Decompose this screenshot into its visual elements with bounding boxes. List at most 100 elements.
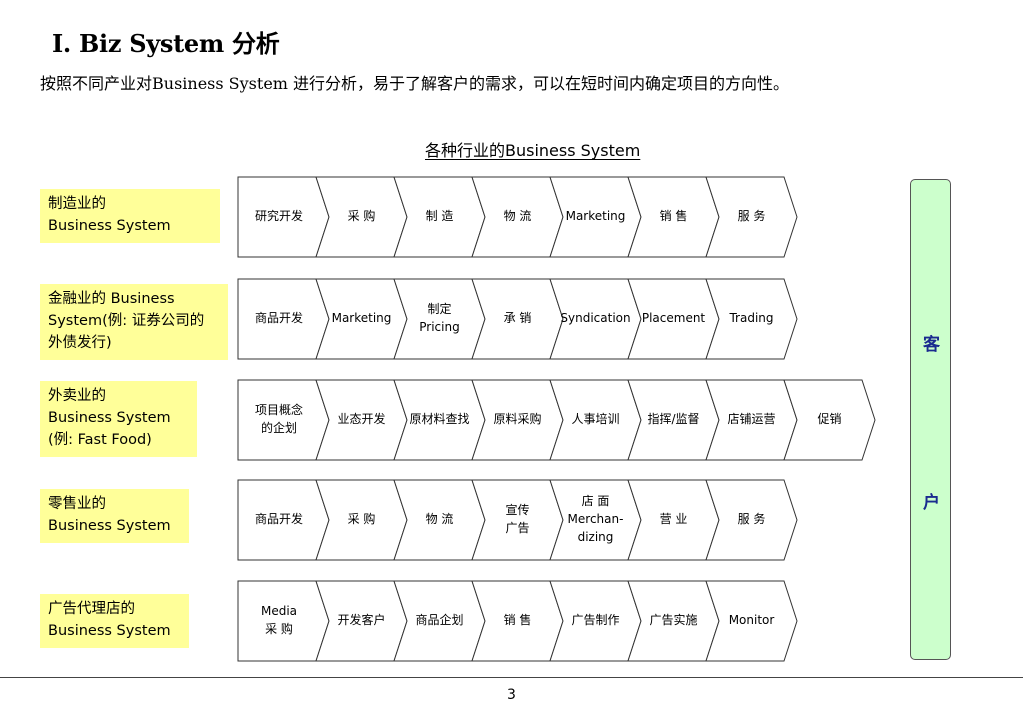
customer-char-1: 客 xyxy=(923,335,940,355)
value-chain-step-shape xyxy=(705,176,798,258)
value-chain-step: Marketing xyxy=(317,309,407,327)
value-chain-step-label: 销 售 xyxy=(659,209,688,223)
value-chain-step-label: 商品开发 xyxy=(254,311,303,325)
value-chain-step: 物 流 xyxy=(395,510,485,528)
value-chain-step-label: 营 业 xyxy=(659,512,688,526)
value-chain-step: 促销 xyxy=(785,410,875,428)
value-chain-step-label: 研究开发 xyxy=(254,209,303,223)
value-chain-step-label: Pricing xyxy=(419,320,460,334)
value-chain-step: Media 采 购 xyxy=(234,602,324,638)
value-chain-step-label: 店 面 xyxy=(581,494,610,508)
value-chain-step-label: 服 务 xyxy=(737,209,766,223)
industry-label-line: 广告代理店的 xyxy=(48,601,135,617)
industry-label-line: System(例: 证券公司的 xyxy=(48,313,205,329)
value-chain-step: 服 务 xyxy=(707,510,797,528)
value-chain-step: 店铺运营 xyxy=(707,410,797,428)
value-chain-step-label: 广告实施 xyxy=(649,613,698,627)
value-chain-step: 销 售 xyxy=(473,611,563,629)
page-title: I. Biz System 分析 xyxy=(52,29,280,58)
value-chain-step-label: 采 购 xyxy=(265,622,293,636)
value-chain-step-label: 店铺运营 xyxy=(727,412,776,426)
value-chain-step: 业态开发 xyxy=(317,410,407,428)
value-chain-step: 项目概念的企划 xyxy=(234,401,324,437)
value-chain-step: 宣传广告 xyxy=(473,501,563,537)
value-chain-step-label: 广告 xyxy=(505,521,530,535)
value-chain-step-label: Syndication xyxy=(560,311,631,325)
value-chain-step-label: 采 购 xyxy=(347,209,376,223)
value-chain-step: 人事培训 xyxy=(551,410,641,428)
page-number: 3 xyxy=(507,687,516,703)
industry-label-line: 金融业的 Business xyxy=(48,291,175,307)
value-chain-step: 研究开发 xyxy=(234,207,324,225)
value-chain-step-label: Media xyxy=(260,604,298,618)
value-chain-step: 商品开发 xyxy=(234,510,324,528)
value-chain-step-label: 的企划 xyxy=(260,421,297,435)
value-chain-step: 原材料查找 xyxy=(395,410,485,428)
value-chain-step-label: 承 销 xyxy=(503,311,532,325)
value-chain-step: 制 造 xyxy=(395,207,485,225)
value-chain-step: 承 销 xyxy=(473,309,563,327)
value-chain-step: 销 售 xyxy=(629,207,719,225)
value-chain-step: 原料采购 xyxy=(473,410,563,428)
value-chain-step-label: 业态开发 xyxy=(337,412,386,426)
value-chain-step: 商品开发 xyxy=(234,309,324,327)
value-chain-step-label: 物 流 xyxy=(425,512,454,526)
value-chain-step-label: 制定 xyxy=(427,302,452,316)
industry-label-line: Business System xyxy=(48,218,171,234)
value-chain-step: 制定 Pricing xyxy=(395,300,485,336)
page-subtitle: 按照不同产业对Business System 进行分析，易于了解客户的需求，可以… xyxy=(40,74,790,93)
value-chain-step-label: Trading xyxy=(729,311,774,325)
value-chain-step: 采 购 xyxy=(317,207,407,225)
industry-label: 制造业的 Business System xyxy=(40,189,220,243)
value-chain-step-label: 商品开发 xyxy=(254,512,303,526)
industry-label: 零售业的 Business System xyxy=(40,489,189,543)
value-chain-step-shape xyxy=(705,278,798,360)
value-chain-step: Trading xyxy=(707,309,797,327)
value-chain-step-label: Marketing xyxy=(565,209,626,223)
industry-label-line: Business System xyxy=(48,410,171,426)
value-chain-step-label: Merchan- xyxy=(567,512,624,526)
value-chain-step-label: Marketing xyxy=(331,311,392,325)
value-chain-step-label: 采 购 xyxy=(347,512,376,526)
industry-label: 外卖业的 Business System (例: Fast Food) xyxy=(40,381,197,457)
value-chain-step-shape xyxy=(783,379,876,461)
value-chain-step-label: Monitor xyxy=(728,613,775,627)
value-chain-step-label: 宣传 xyxy=(505,503,530,517)
value-chain-step-label: 指挥/监督 xyxy=(647,412,700,426)
customer-char-2: 户 xyxy=(923,493,940,513)
industry-label-line: Business System xyxy=(48,518,171,534)
value-chain-step-label: 销 售 xyxy=(503,613,532,627)
value-chain-step-label: 广告制作 xyxy=(571,613,620,627)
industry-label-line: 制造业的 xyxy=(48,196,106,212)
value-chain-step: 广告实施 xyxy=(629,611,719,629)
value-chain-step: 开发客户 xyxy=(317,611,407,629)
value-chain-step-label: 商品企划 xyxy=(415,613,464,627)
value-chain-step: Monitor xyxy=(707,611,797,629)
value-chain-step-label: 开发客户 xyxy=(337,613,386,627)
value-chain-step-label: 原料采购 xyxy=(493,412,542,426)
value-chain-step: 服 务 xyxy=(707,207,797,225)
industry-label: 广告代理店的 Business System xyxy=(40,594,189,648)
value-chain-step: Marketing xyxy=(551,207,641,225)
value-chain-step: 营 业 xyxy=(629,510,719,528)
value-chain-step-label: 人事培训 xyxy=(571,412,620,426)
value-chain-step: 指挥/监督 xyxy=(629,410,719,428)
value-chain-step-label: 物 流 xyxy=(503,209,532,223)
value-chain-step-label: Placement xyxy=(641,311,706,325)
industry-label-line: 外债发行) xyxy=(48,335,112,351)
industry-label-line: (例: Fast Food) xyxy=(48,432,152,448)
industry-label-line: 外卖业的 xyxy=(48,388,106,404)
value-chain-step-label: dizing xyxy=(577,530,614,544)
value-chain-step-label: 促销 xyxy=(817,412,842,426)
industry-label-line: 零售业的 xyxy=(48,496,106,512)
value-chain-step-shape xyxy=(705,580,798,662)
footer-divider xyxy=(0,677,1023,678)
value-chain-step-shape xyxy=(705,479,798,561)
industry-label-line: Business System xyxy=(48,623,171,639)
customer-box: 客 户 xyxy=(910,179,951,660)
value-chain-step-label: 制 造 xyxy=(425,209,454,223)
value-chain-step: Syndication xyxy=(551,309,641,327)
value-chain-step-label: 服 务 xyxy=(737,512,766,526)
